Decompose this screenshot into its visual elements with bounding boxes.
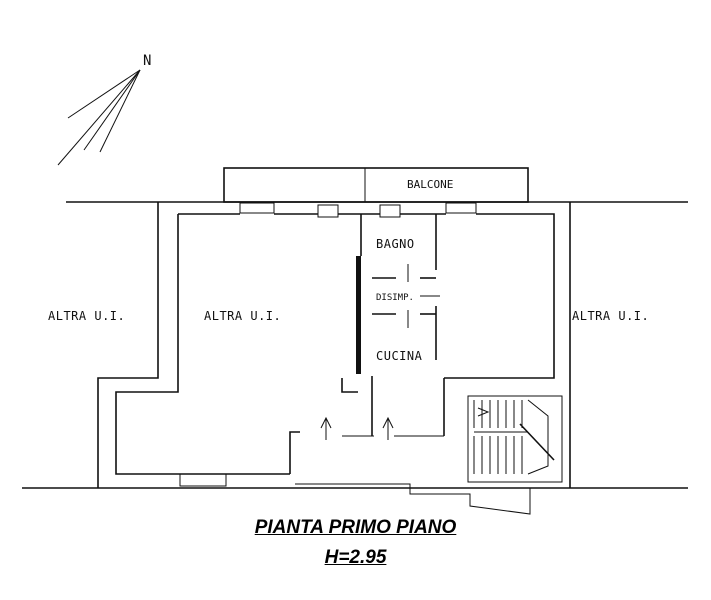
north-label: N <box>143 53 152 69</box>
internal-walls <box>341 214 445 437</box>
facade-windows <box>239 202 477 218</box>
room-label-altra-center: ALTRA U.I. <box>204 309 281 323</box>
room-label-bagno: BAGNO <box>376 237 415 251</box>
room-label-balcone: BALCONE <box>407 178 453 191</box>
room-label-altra-right: ALTRA U.I. <box>572 309 649 323</box>
room-label-cucina: CUCINA <box>376 349 423 363</box>
left-unit-walls <box>97 202 159 488</box>
balcony <box>223 167 529 203</box>
north-arrow-icon <box>57 69 141 166</box>
staircase <box>467 395 563 483</box>
plan-title: PIANTA PRIMO PIANO <box>254 517 457 538</box>
room-label-altra-left: ALTRA U.I. <box>48 309 125 323</box>
ceiling-height: H=2.95 <box>324 547 387 568</box>
entry-arrow-icon <box>320 416 394 440</box>
main-unit-walls <box>115 213 555 515</box>
room-label-disimp: DISIMP. <box>376 293 414 303</box>
